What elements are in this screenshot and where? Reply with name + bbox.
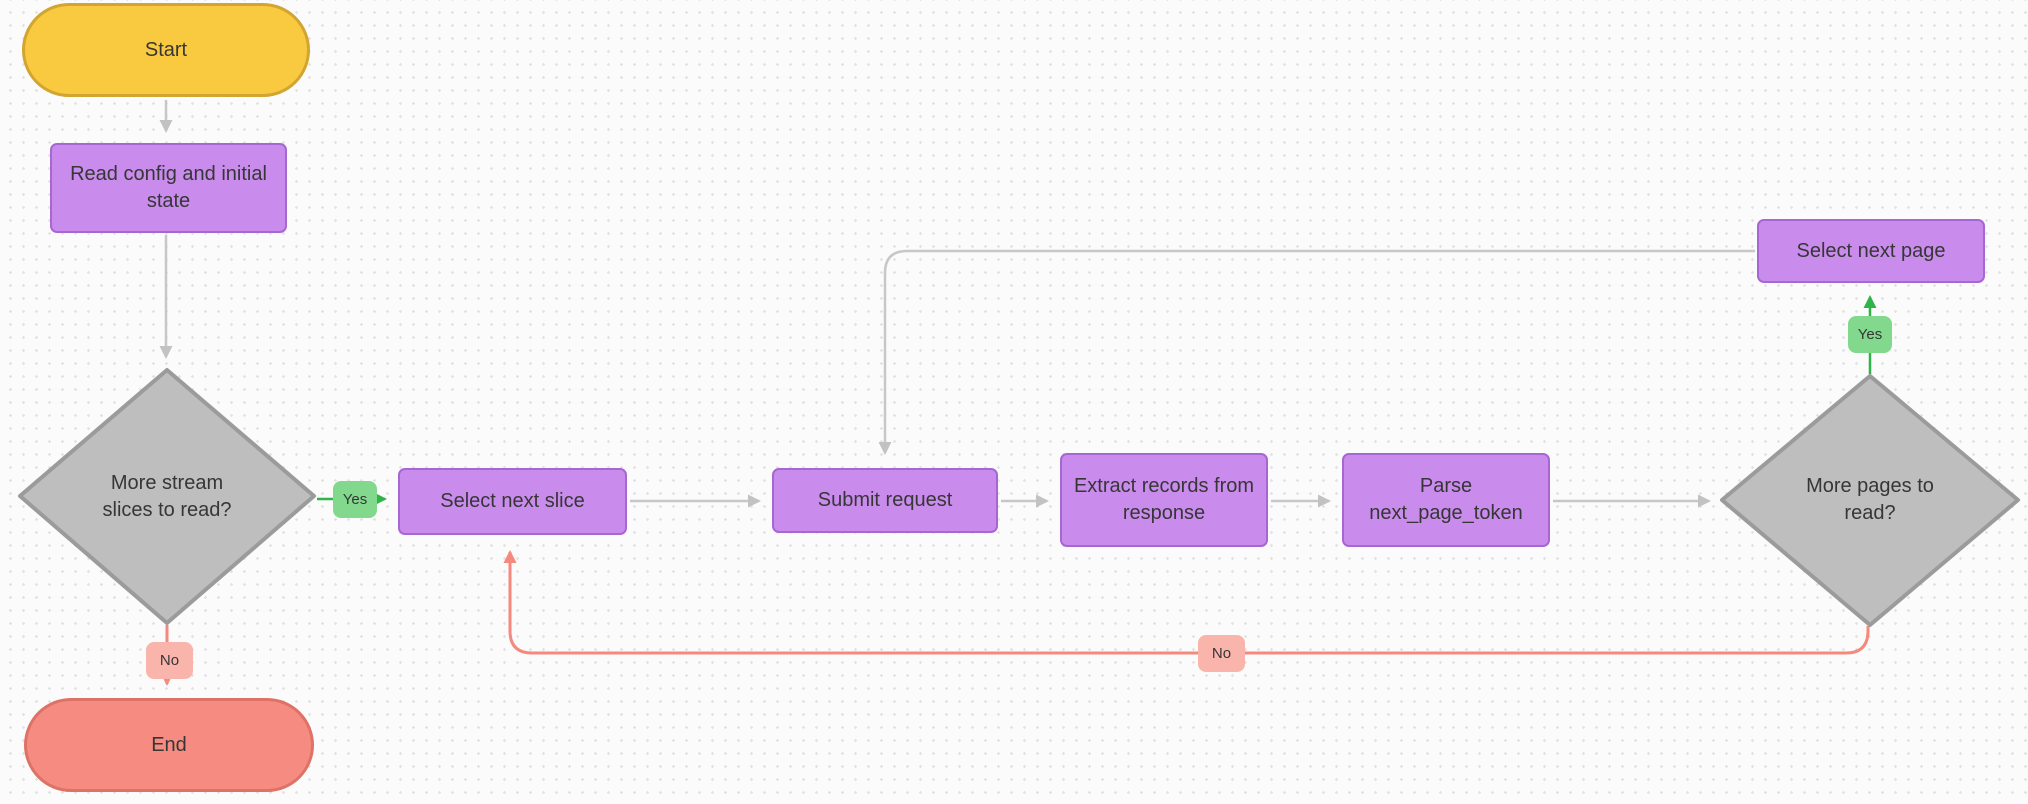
node-start-label: Start [144,38,188,61]
node-extract-records[interactable]: Extract records from response [1060,453,1268,547]
edge-label-pages-no-text: No [1211,645,1232,662]
node-more-pages-label-box: More pages to read? [1760,444,1980,556]
node-more-pages-diamond[interactable] [1720,374,2020,627]
edge-label-slices-yes-text: Yes [342,491,368,508]
node-read-config-label: Read config and initial state [70,163,267,212]
node-more-pages-label: More pages to read? [1806,475,1934,524]
edge-label-slices-no-text: No [159,652,180,669]
node-submit-request-label: Submit request [817,489,953,511]
node-more-slices-label: More stream slices to read? [102,471,232,521]
node-submit-request[interactable]: Submit request [772,468,998,533]
node-parse-token-label: Parse next_page_token [1369,475,1523,524]
node-more-slices-label-box: More stream slices to read? [57,440,277,553]
node-end[interactable]: End [24,698,314,792]
node-select-next-page[interactable]: Select next page [1757,219,1985,283]
node-more-slices-diamond[interactable] [18,368,316,625]
edge-morepages-selectslice-no [503,550,1870,655]
node-select-next-slice[interactable]: Select next slice [398,468,627,535]
node-select-next-page-label: Select next page [1796,239,1946,262]
edge-label-slices-yes[interactable]: Yes [333,481,377,518]
edge-label-pages-yes[interactable]: Yes [1848,316,1892,353]
edge-selectpage-submit [878,249,1755,455]
node-read-config[interactable]: Read config and initial state [50,143,287,233]
node-select-next-slice-label: Select next slice [440,490,585,512]
node-start[interactable]: Start [22,3,310,97]
edge-label-pages-no[interactable]: No [1198,635,1245,672]
edge-label-slices-no[interactable]: No [146,642,193,679]
node-parse-token[interactable]: Parse next_page_token [1342,453,1550,547]
edge-label-pages-yes-text: Yes [1857,326,1883,343]
node-extract-records-label: Extract records from response [1073,475,1255,524]
node-end-label: End [151,733,187,756]
